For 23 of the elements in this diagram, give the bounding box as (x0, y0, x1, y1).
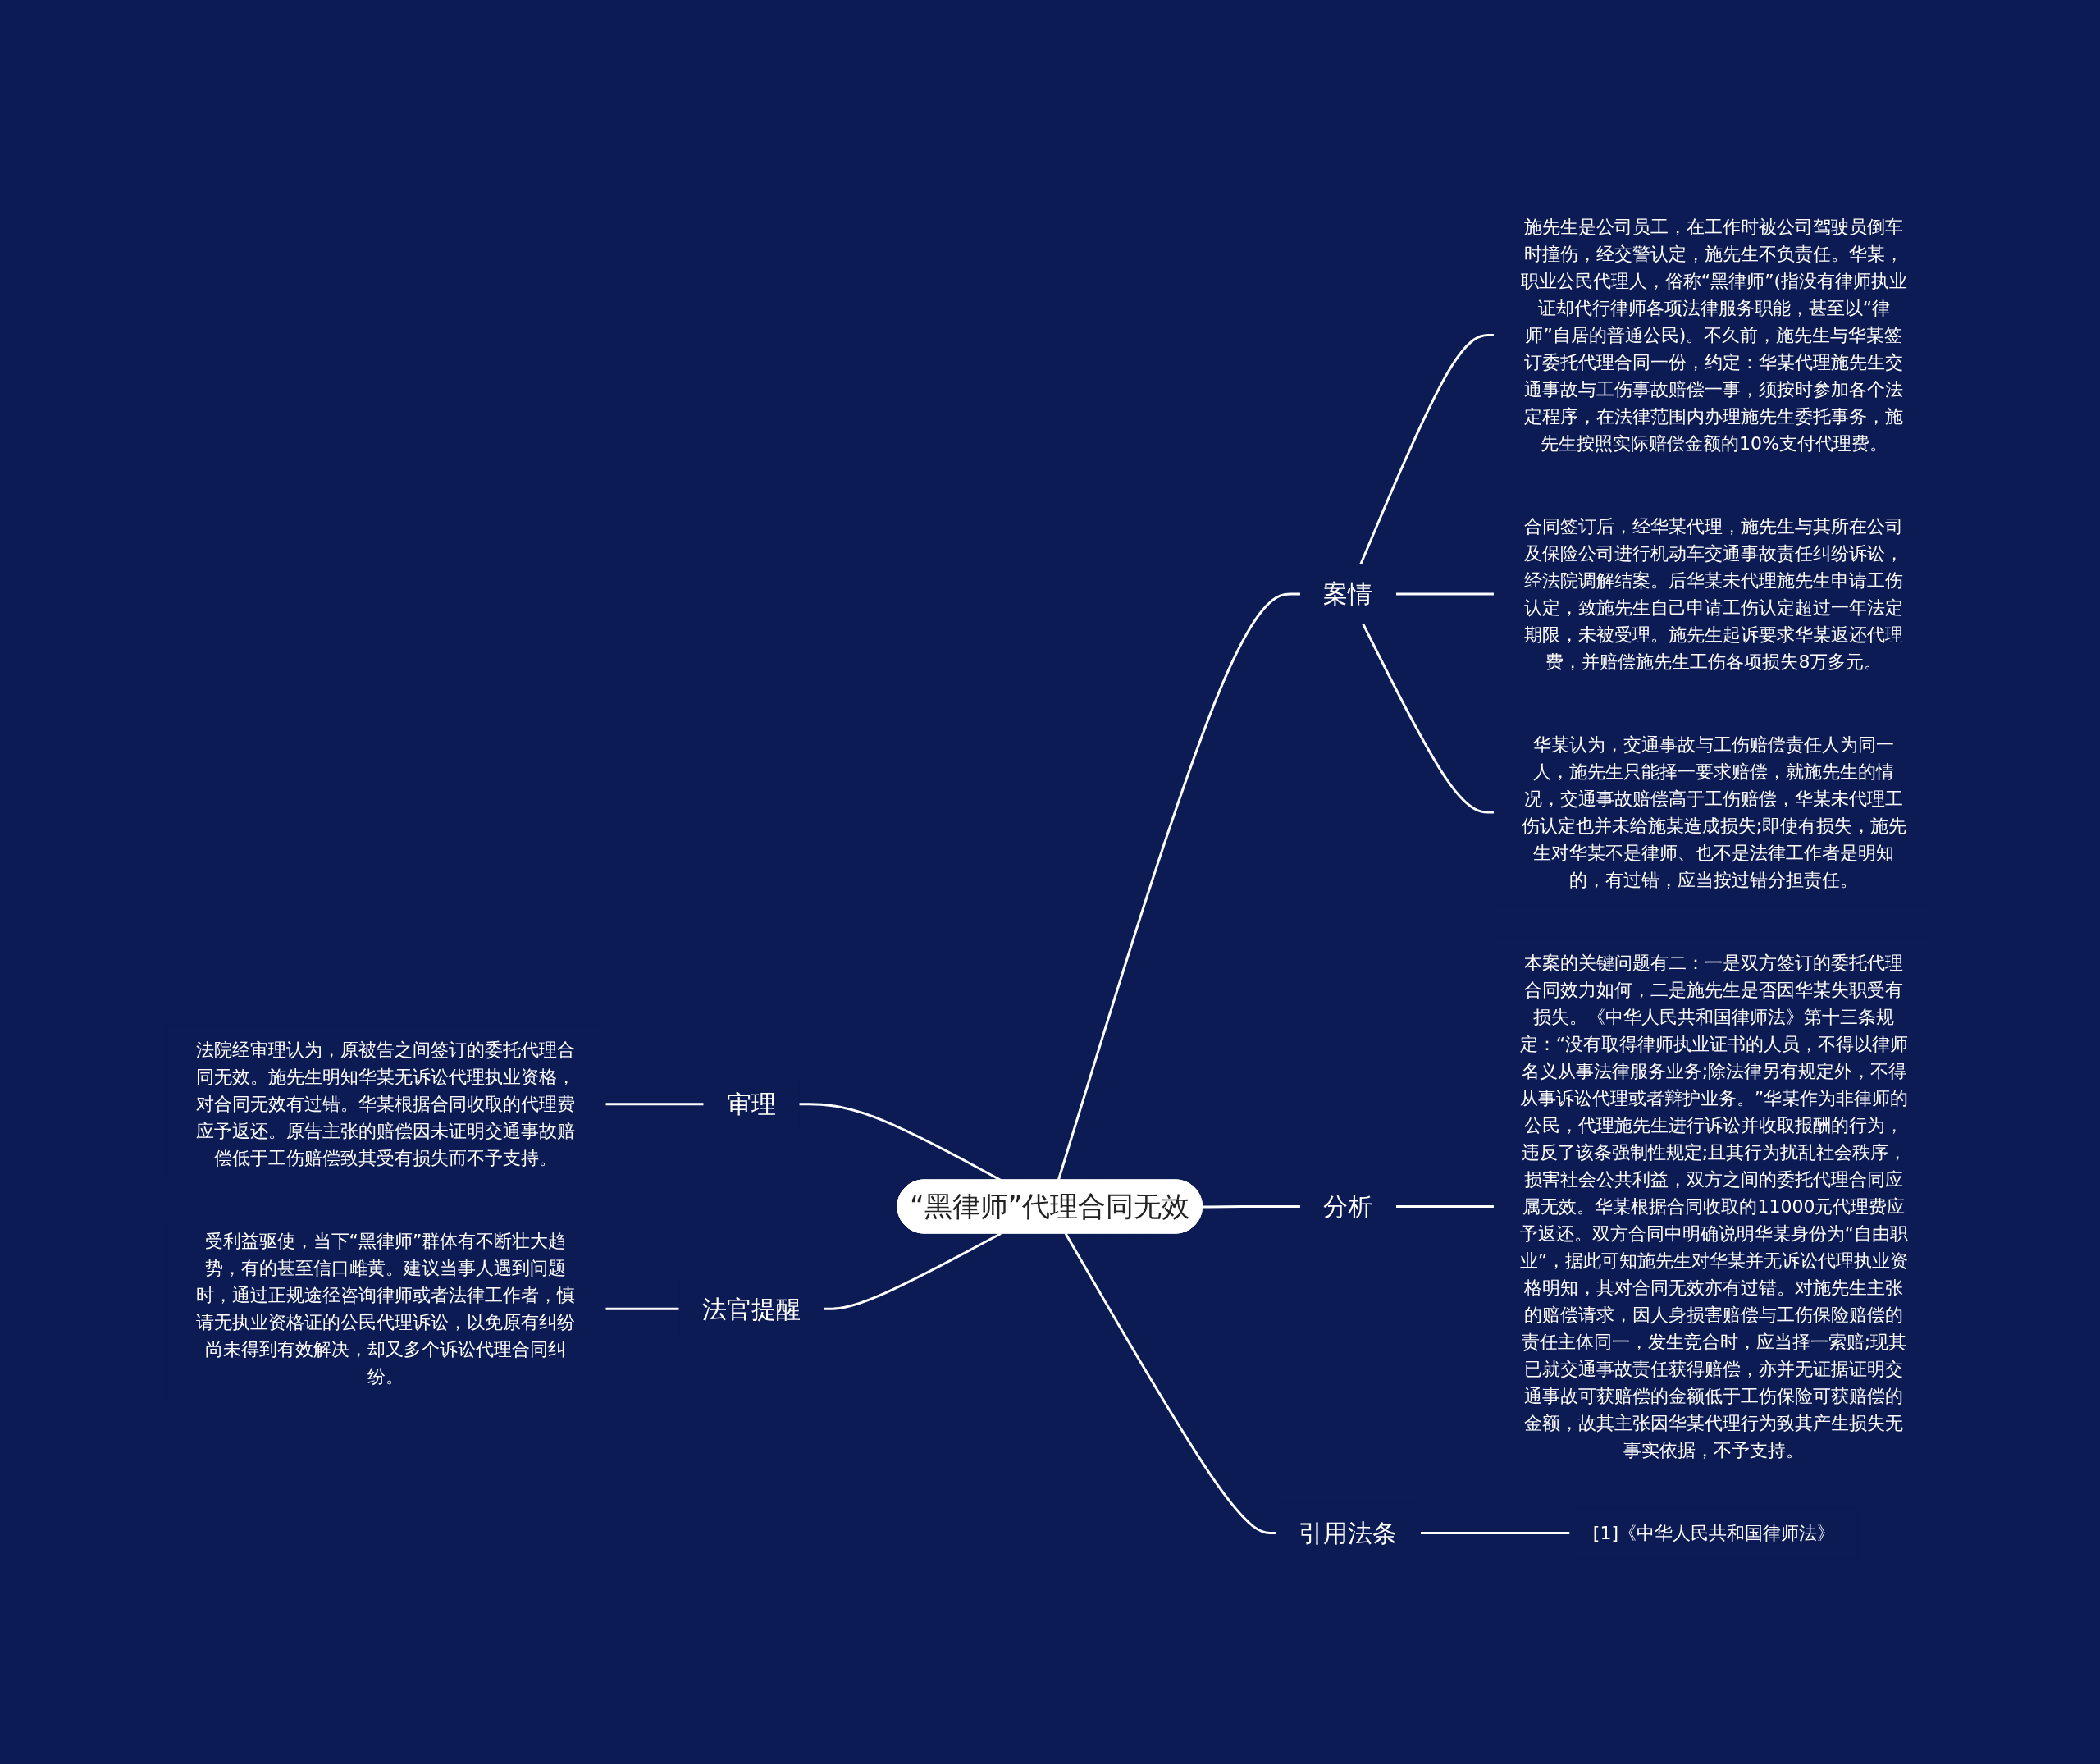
node-text: 华某认为，交通事故与工伤赔偿责任人为同一人，施先生只能择一要求赔偿，就施先生的情况，交通事故赔偿高于工伤赔偿，华某未代理工伤认定也并未给施某造成损失;即使有损失，施先生对华某不是律师、也不是法律工作者是明知的，有过错，应当按过错分担责任。 (1522, 733, 1907, 890)
node-text: 法官提醒 (702, 1294, 801, 1323)
connector (1203, 1204, 1301, 1208)
connector (605, 1307, 680, 1310)
connector (1359, 333, 1495, 564)
node-text: 本案的关键问题有二：一是双方签订的委托代理合同效力如何，二是施先生是否因华某失职受有损失。《中华人民共和国律师法》第十三条规定：“没有取得律师执业证书的人员，不得以律师名义从事法律服务业务;除法律另有规定外，不得从事诉讼代理或者辩护业务。”华某作为非律师的公民，代理施先生进行诉讼并收取报酬的行为，违反了该条强制性规定;且其行为扰乱社会秩序，损害社会公共利益，双方之间的委托代理合同应属无效。华某根据合同收取的11000元代理费应予返还。双方合同中明确说明华某身份为“自由职业”，据此可知施先生对华某并无诉讼代理执业资格明知，其对合同无效亦有过错。对施先生主张的赔偿请求，因人身损害赔偿与工伤保险赔偿的责任主体同一，发生竞合时，应当择一索赔;现其已就交通事故责任获得赔偿，亦并无证据证明交通事故可获赔偿的金额低于工伤保险可获赔偿的金额，故其主张因华某代理行为致其产生损失无事实依据，不予支持。 (1520, 952, 1909, 1460)
connector (1362, 623, 1495, 813)
node-text: 受利益驱使，当下“黑律师”群体有不断壮大趋势，有的甚至信口雌黄。建议当事人遇到问题时，通过正规途径咨询律师或者法律工作者，慎请无执业资格证的公民代理诉讼，以免原有纠纷尚未得到有效解决，却又多个诉讼代理合同纠纷。 (196, 1230, 576, 1387)
node-text: 分析 (1323, 1191, 1373, 1221)
node-text: 施先生是公司员工，在工作时被公司驾驶员倒车时撞伤，经交警认定，施先生不负责任。华某，职业公民代理人，俗称“黑律师”(指没有律师执业证却代行律师各项法律服务职能，甚至以“律师”自居的普通公民)。不久前，施先生与华某签订委托代理合同一份，约定：华某代理施先生交通事故与工伤事故赔偿一事，须按时参加各个法定程序，在法律范围内办理施先生委托事务，施先生按照实际赔偿金额的10%支付代理费。 (1521, 216, 1908, 454)
connector (1065, 1232, 1276, 1534)
node-text: 法院经审理认为，原被告之间签订的委托代理合同无效。施先生明知华某无诉讼代理执业资格，对合同无效有过错。华某根据合同收取的代理费应予返还。原告主张的赔偿因未证明交通事故赔偿低于工伤赔偿致其受有损失而不予支持。 (196, 1039, 576, 1168)
connector (605, 1102, 705, 1105)
connector (824, 1232, 1002, 1310)
connector (1395, 592, 1495, 595)
node-text: 合同签订后，经华某代理，施先生与其所在公司及保险公司进行机动车交通事故责任纠纷诉讼，经法院调解结案。后华某未代理施先生申请工伤认定，致施先生自己申请工伤认定超过一年法定期限，未被受理。施先生起诉要求华某返还代理费，并赔偿施先生工伤各项损失8万多元。 (1524, 515, 1904, 672)
connector (1057, 592, 1301, 1181)
node-text: 审理 (727, 1089, 777, 1118)
node-text: [1]《中华人民共和国律师法》 (1593, 1522, 1836, 1543)
connector (1420, 1531, 1571, 1534)
connector (1395, 1204, 1495, 1208)
node-text: 案情 (1323, 579, 1373, 608)
node-text: 引用法条 (1299, 1518, 1398, 1547)
